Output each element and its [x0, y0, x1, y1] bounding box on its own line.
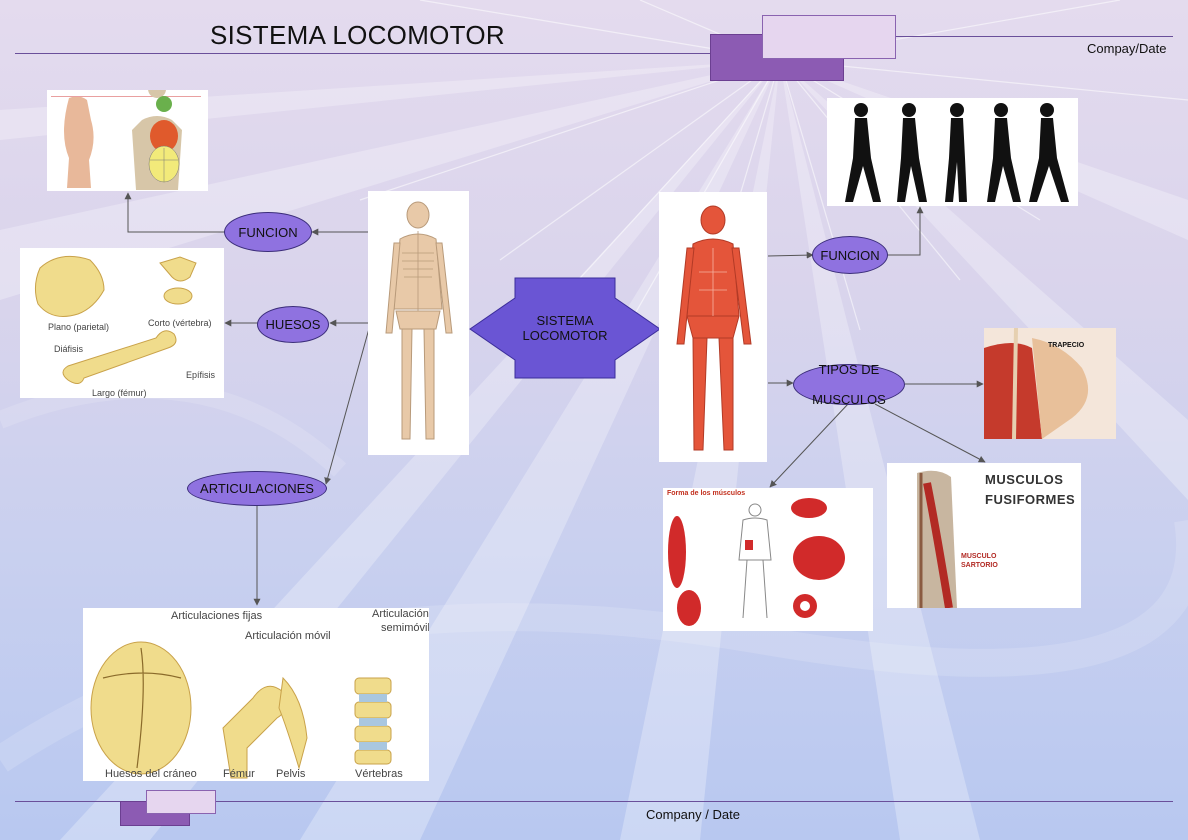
node-tipos-line1: TIPOS DE: [818, 362, 880, 377]
label-largo: Largo (fémur): [92, 388, 147, 398]
label-pelvis: Pelvis: [276, 768, 306, 780]
node-tipos-line2: MUSCULOS: [812, 392, 886, 407]
label-vertebras: Vértebras: [355, 768, 403, 780]
header-accent-box-light: [762, 15, 896, 59]
label-articulacion-semimovil-1: Articulación: [372, 608, 429, 620]
center-node-label: SISTEMA LOCOMOTOR: [515, 313, 615, 343]
label-huesos-craneo: Huesos del cráneo: [105, 768, 197, 780]
connector-muscle-funcion: [767, 251, 814, 259]
footer-rule: [15, 801, 1173, 802]
label-articulacion-movil: Articulación móvil: [245, 630, 331, 642]
label-sartorio: SARTORIO: [961, 562, 998, 569]
label-musculo: MUSCULO: [961, 553, 997, 560]
node-tipos-musculos[interactable]: TIPOS DE MUSCULOS: [793, 362, 905, 407]
header-company-date: Compay/Date: [1087, 41, 1167, 56]
footer-accent-box-light: [146, 790, 216, 814]
bones-types-image: Plano (parietal) Corto (vértebra) Diáfis…: [20, 248, 224, 398]
node-funcion-left-label: FUNCION: [238, 224, 298, 240]
label-corto: Corto (vértebra): [148, 318, 212, 328]
muscular-body-image: [659, 192, 767, 462]
node-funcion-left[interactable]: FUNCION: [224, 212, 312, 252]
label-musculos: MUSCULOS: [985, 472, 1064, 487]
label-trapecio: TRAPECIO: [1048, 342, 1085, 349]
label-articulacion-semimovil-2: semimóvil: [381, 622, 429, 634]
trapecio-image: TRAPECIO: [984, 328, 1116, 439]
center-label-line2: LOCOMOTOR: [522, 328, 608, 343]
header-rule-left: [15, 53, 715, 54]
label-femur: Fémur: [223, 768, 255, 780]
label-epifisis: Epífisis: [186, 370, 216, 380]
connector-funcion-walking: [887, 206, 924, 256]
node-funcion-right[interactable]: FUNCION: [812, 236, 888, 274]
muscle-shapes-image: Forma de los músculos: [663, 488, 873, 631]
joints-image: Articulaciones fijas Articulación móvil …: [83, 608, 429, 781]
label-fusiformes: FUSIFORMES: [985, 492, 1076, 507]
node-huesos[interactable]: HUESOS: [257, 306, 329, 343]
node-articulaciones[interactable]: ARTICULACIONES: [187, 471, 327, 506]
node-articulaciones-label: ARTICULACIONES: [200, 481, 314, 496]
node-huesos-label: HUESOS: [265, 317, 321, 332]
connector-funcion-image: [124, 192, 225, 233]
connector-skeleton-articulaciones: [324, 324, 371, 485]
label-diafisis: Diáfisis: [54, 344, 84, 354]
walking-sequence-image: [827, 98, 1078, 206]
label-articulaciones-fijas: Articulaciones fijas: [171, 610, 263, 622]
connector-tipos-forma: [769, 403, 849, 488]
skeleton-image: [368, 191, 469, 455]
node-funcion-right-label: FUNCION: [820, 247, 880, 263]
fusiformes-image: MUSCULOS FUSIFORMES MUSCULO SARTORIO: [887, 463, 1081, 608]
center-label-line1: SISTEMA: [536, 313, 594, 328]
footer-company-date: Company / Date: [646, 807, 740, 822]
body-cavities-image: [47, 90, 208, 191]
connector-tipos-fusiformes: [874, 403, 986, 463]
header-rule-right: [893, 36, 1173, 37]
label-plano: Plano (parietal): [48, 322, 110, 332]
label-forma-musculos: Forma de los músculos: [667, 490, 746, 497]
page-title: SISTEMA LOCOMOTOR: [210, 20, 505, 50]
